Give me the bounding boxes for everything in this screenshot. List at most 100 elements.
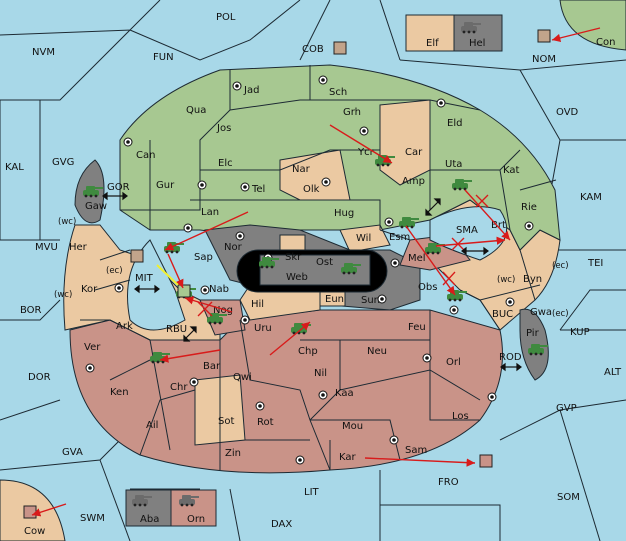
supply-center-dot-icon <box>505 297 515 307</box>
label-sot: Sot <box>218 416 234 427</box>
sea-labels: POL NVM FUN COB NOM OVD KAL GVG GOR KAM … <box>5 12 622 530</box>
label-kam: KAM <box>580 192 602 203</box>
label-elf: Elf <box>426 38 439 49</box>
supply-center-dot-icon <box>359 126 369 136</box>
label-chp: Chp <box>298 346 318 357</box>
label-eun: Eun <box>325 294 344 305</box>
label-mvu: MVU <box>35 242 58 253</box>
region-box-hel <box>453 14 503 52</box>
label-dor: DOR <box>28 372 51 383</box>
label-hil: Hil <box>251 299 264 310</box>
label-kaa: Kaa <box>335 388 354 399</box>
supply-center-dot-icon <box>232 81 242 91</box>
label-kal: KAL <box>5 162 24 173</box>
double-arrow-icon <box>500 362 522 372</box>
supply-center-dot-icon <box>240 315 250 325</box>
label-con: Con <box>596 37 615 48</box>
label-rie: Rie <box>521 202 537 213</box>
label-coast-byn-wc: (wc) <box>497 275 515 285</box>
label-nar: Nar <box>292 164 311 175</box>
label-gor: GOR <box>107 182 130 193</box>
supply-center-dot-icon <box>318 390 328 400</box>
supply-center-dot-icon <box>189 377 199 387</box>
label-swm: SWM <box>80 513 105 524</box>
label-sma: SMA <box>456 225 478 236</box>
label-nog: Nog <box>213 305 233 316</box>
double-arrow-icon <box>102 191 128 201</box>
label-sch: Sch <box>329 87 347 98</box>
label-bar: Bar <box>203 361 221 372</box>
units[interactable] <box>23 22 551 519</box>
label-ail: Ail <box>146 420 158 431</box>
label-orl: Orl <box>446 357 461 368</box>
label-sap: Sap <box>194 252 213 263</box>
label-mel: Mel <box>408 253 426 264</box>
label-pol: POL <box>216 12 236 23</box>
label-ver: Ver <box>84 342 101 353</box>
label-gwa: Gwa <box>530 307 552 318</box>
label-chr: Chr <box>170 382 188 393</box>
label-gvp: GVP <box>556 403 577 414</box>
double-arrow-icon <box>183 326 197 342</box>
supply-center-dot-icon <box>524 221 534 231</box>
supply-center-dot-icon <box>377 294 387 304</box>
fleet-icon <box>23 505 37 519</box>
label-tel: Tel <box>251 184 265 195</box>
supply-center-dot-icon <box>384 217 394 227</box>
supply-center-dot-icon <box>295 455 305 465</box>
label-uru: Uru <box>254 323 272 334</box>
label-coast-byn-ec: (ec) <box>552 261 569 271</box>
supply-center-dot-icon <box>183 223 193 233</box>
label-cow: Cow <box>24 526 45 537</box>
supply-center-dot-icon <box>114 283 124 293</box>
land-regions <box>63 64 561 474</box>
label-nom: NOM <box>532 54 556 65</box>
fleet-icon <box>130 249 144 263</box>
label-wil: Wil <box>356 233 371 244</box>
label-car: Car <box>405 147 423 158</box>
label-fro: FRO <box>438 477 459 488</box>
label-qua: Qua <box>186 105 206 116</box>
label-byn: Byn <box>523 274 542 285</box>
label-web: Web <box>286 272 308 283</box>
cut-x-icon <box>451 237 465 251</box>
cut-x-icon <box>442 271 456 286</box>
label-esm: Esm <box>389 232 410 243</box>
supply-center-dot-icon <box>197 180 207 190</box>
label-neu: Neu <box>367 346 387 357</box>
label-ycr: Ycr <box>357 147 375 158</box>
label-aba: Aba <box>140 514 159 525</box>
label-coast-her-wc: (wc) <box>58 217 76 227</box>
label-hel: Hel <box>469 38 485 49</box>
label-skr: Skr <box>285 252 302 263</box>
label-orn: Orn <box>187 514 205 525</box>
supply-center-dot-icon <box>85 363 95 373</box>
supply-center-dot-icon <box>200 285 210 295</box>
label-som: SOM <box>557 492 580 503</box>
label-kat: Kat <box>503 165 520 176</box>
label-buc: BUC <box>492 309 513 320</box>
fleet-icon <box>177 284 191 298</box>
land-labels: Jad Sch Qua Jos Grh Eld Can Ycr Car Elc … <box>24 37 615 537</box>
label-fun: FUN <box>153 52 174 63</box>
double-arrow-icon <box>425 198 441 216</box>
support-line <box>156 264 179 286</box>
cut-x-icon <box>475 194 489 208</box>
label-kar: Kar <box>339 452 357 463</box>
canal-markers <box>102 191 522 372</box>
label-zin: Zin <box>225 448 241 459</box>
supply-center-dot-icon <box>123 137 133 147</box>
label-cob: COB <box>302 44 324 55</box>
label-jad: Jad <box>243 85 259 96</box>
fleet-icon <box>537 29 551 43</box>
label-ark: Ark <box>116 321 133 332</box>
label-rod: ROD <box>499 352 522 363</box>
label-pir: Pir <box>526 328 540 339</box>
label-uta: Uta <box>445 159 462 170</box>
supply-center-dot-icon <box>321 177 331 187</box>
label-kup: KUP <box>570 327 590 338</box>
region-box-elf <box>405 14 455 52</box>
label-olk: Olk <box>303 184 320 195</box>
supply-center-dot-icon <box>449 305 459 315</box>
label-coast-kor-wc: (wc) <box>54 290 72 300</box>
